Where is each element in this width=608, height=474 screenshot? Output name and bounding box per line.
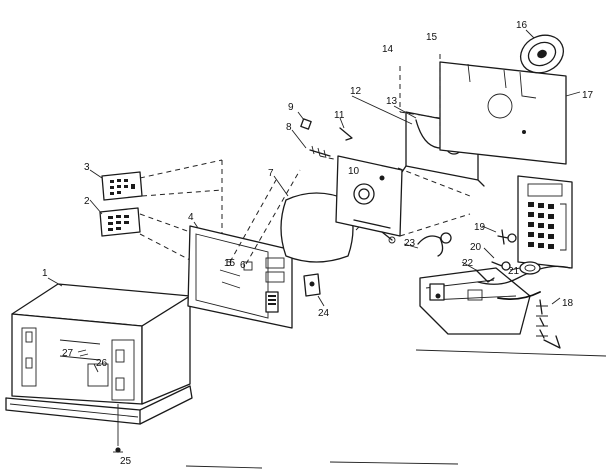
power-cord bbox=[536, 297, 561, 349]
callout-labels: 1 2 3 4 5 6 7 8 9 10 11 12 13 14 15 15 1… bbox=[42, 20, 594, 467]
callout-16: 16 bbox=[516, 20, 528, 31]
callout-15-upper: 15 bbox=[426, 32, 438, 43]
button-panel bbox=[89, 199, 141, 237]
callout-10: 10 bbox=[348, 166, 360, 177]
callout-2: 2 bbox=[84, 196, 90, 207]
cabinet-hardware bbox=[77, 349, 99, 373]
back-cover bbox=[439, 61, 581, 165]
callout-9: 9 bbox=[288, 102, 294, 113]
callout-1: 1 bbox=[42, 268, 48, 279]
callout-11: 11 bbox=[334, 110, 345, 121]
callout-23: 23 bbox=[404, 238, 416, 249]
callout-14: 14 bbox=[382, 44, 394, 55]
callout-4: 4 bbox=[188, 212, 194, 223]
callout-27: 27 bbox=[62, 348, 74, 359]
callout-5: 5 bbox=[226, 258, 232, 269]
screw-set bbox=[291, 111, 353, 159]
control-knob bbox=[303, 273, 325, 307]
callout-3: 3 bbox=[84, 162, 90, 173]
callout-25: 25 bbox=[120, 456, 132, 467]
callout-21: 21 bbox=[508, 266, 520, 277]
speaker bbox=[520, 29, 564, 74]
knob-panel bbox=[89, 169, 143, 201]
callout-22: 22 bbox=[462, 258, 474, 269]
mounting-hardware bbox=[403, 225, 541, 283]
callout-19: 19 bbox=[474, 222, 486, 233]
cabinet bbox=[5, 277, 193, 425]
main-chassis bbox=[419, 265, 571, 335]
callout-13: 13 bbox=[386, 96, 398, 107]
callout-26: 26 bbox=[96, 358, 108, 369]
control-panel-assembly bbox=[517, 175, 573, 269]
callout-15-lower: 15 bbox=[224, 258, 236, 269]
callout-7: 7 bbox=[268, 168, 274, 179]
callout-12: 12 bbox=[350, 86, 362, 97]
front-bezel bbox=[187, 221, 293, 329]
callout-24: 24 bbox=[318, 308, 330, 319]
wood-screw bbox=[113, 404, 123, 453]
callout-8: 8 bbox=[286, 122, 292, 133]
callout-18: 18 bbox=[562, 298, 574, 309]
callout-17: 17 bbox=[582, 90, 594, 101]
callout-20: 20 bbox=[470, 242, 482, 253]
callout-6: 6 bbox=[240, 260, 246, 271]
tube-mounting-bracket bbox=[335, 155, 403, 244]
